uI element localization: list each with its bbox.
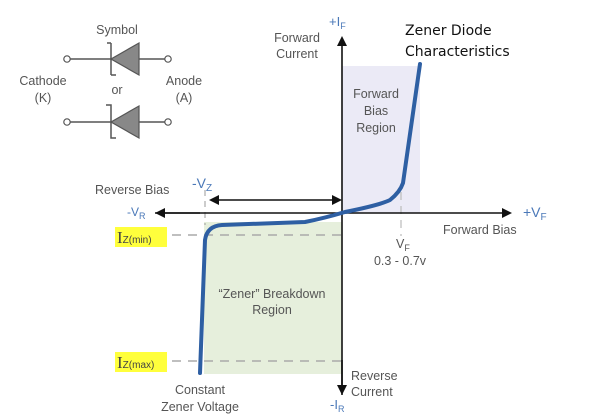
iz-max-highlight — [115, 352, 167, 372]
forward-bias-region — [342, 66, 420, 213]
iz-max-label: IZ(max) — [117, 353, 154, 372]
zener-symbol-top — [63, 41, 172, 77]
zener-symbol-bottom — [63, 104, 172, 140]
forward-region-label-2: Bias — [364, 104, 388, 118]
symbol-or: or — [111, 83, 122, 97]
minus-vz-label: -VZ — [192, 175, 212, 194]
diagram-title-line1: Zener Diode — [405, 23, 492, 39]
breakdown-region — [204, 222, 342, 374]
minus-ir-label: -IR — [330, 397, 345, 414]
cathode-abbrev: (K) — [35, 91, 52, 105]
forward-region-label-3: Region — [356, 121, 396, 135]
forward-region-label-1: Forward — [353, 87, 399, 101]
reverse-current-label-2: Current — [351, 385, 393, 399]
iz-min-label: IZ(min) — [117, 228, 152, 247]
minus-vr-label: -VR — [127, 205, 146, 221]
symbol-heading: Symbol — [96, 23, 138, 37]
forward-current-label-2: Current — [276, 47, 318, 61]
constant-voltage-label-1: Constant — [175, 383, 226, 397]
vf-label: VF — [396, 237, 410, 253]
iz-min-highlight — [115, 227, 167, 247]
cathode-label: Cathode — [19, 74, 66, 88]
characteristic-curve — [198, 62, 422, 375]
constant-voltage-label-2: Zener Voltage — [161, 400, 239, 414]
forward-bias-label: Forward Bias — [443, 223, 517, 237]
plus-vf-label: +VF — [523, 204, 547, 223]
anode-label: Anode — [166, 74, 202, 88]
reverse-current-label-1: Reverse — [351, 369, 398, 383]
plus-if-label: +IF — [329, 14, 346, 31]
breakdown-region-label-1: “Zener” Breakdown — [219, 287, 326, 301]
anode-abbrev: (A) — [176, 91, 193, 105]
breakdown-region-label-2: Region — [252, 303, 292, 317]
vf-range-label: 0.3 - 0.7v — [374, 254, 427, 268]
reverse-bias-label: Reverse Bias — [95, 183, 169, 197]
forward-current-label-1: Forward — [274, 31, 320, 45]
diagram-title-line2: Characteristics — [405, 44, 510, 60]
